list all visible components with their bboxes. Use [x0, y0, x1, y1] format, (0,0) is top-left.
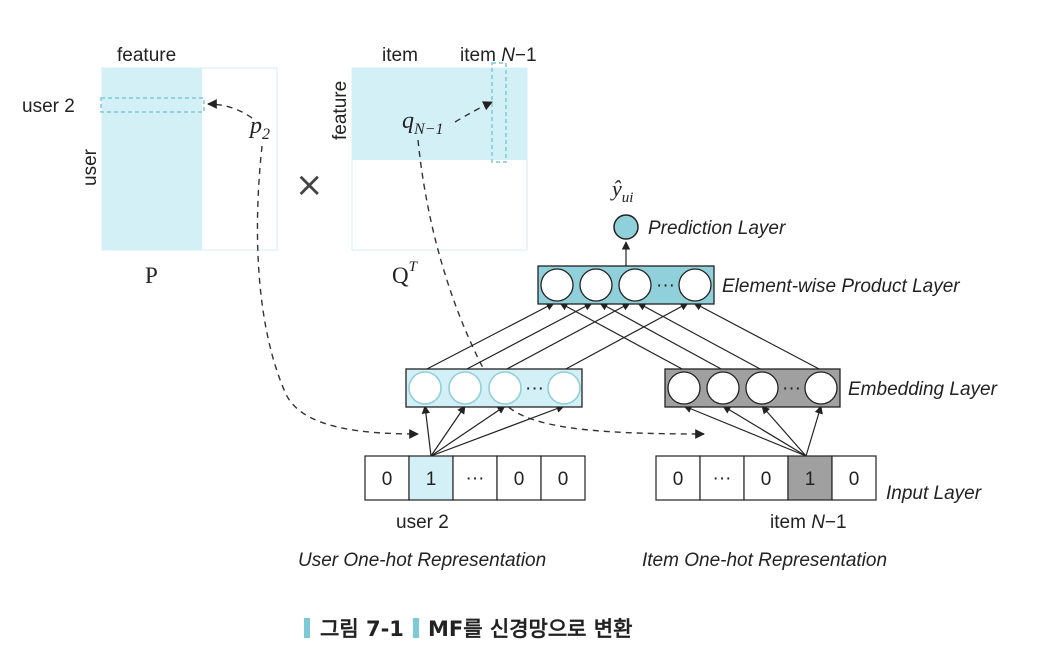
- product-node: [579, 268, 613, 302]
- vector-q-label: qN−1: [402, 108, 443, 138]
- user-embedding-node: [448, 371, 482, 405]
- matrix-q-col-label-item: item: [382, 45, 418, 66]
- item-n-1-column-highlight: [491, 62, 507, 163]
- user-one-hot-input: 0 1 ··· 0 0 user 2 User One-hot Represen…: [298, 455, 586, 571]
- item-embedding-node: [706, 371, 740, 405]
- caption-bar-left: [304, 618, 310, 638]
- q-to-item-input-path: [417, 139, 705, 439]
- item-one-hot-label: Item One-hot Representation: [642, 550, 887, 571]
- product-ellipsis: ···: [656, 275, 675, 296]
- embedding-to-product-edges: [424, 302, 822, 371]
- user-input-cell: [364, 455, 410, 501]
- product-node: [678, 268, 712, 302]
- matrix-q-name: QT: [392, 259, 419, 288]
- user-input-value: 1: [426, 469, 437, 490]
- input-to-embedding-edges: [421, 404, 823, 457]
- item-input-value: 0: [673, 469, 684, 490]
- item-input-cell-hot: [787, 455, 833, 501]
- prediction-node: [613, 214, 639, 240]
- embedding-layer-label: Embedding Layer: [848, 379, 998, 400]
- item-input-cell: [831, 455, 877, 501]
- item-embedding-node: [667, 371, 701, 405]
- item-input-cell: [699, 455, 745, 501]
- matrix-p: feature user 2 user p2 P: [22, 45, 278, 288]
- figure-caption: 그림 7-1 MF를 신경망으로 변환: [304, 617, 632, 641]
- item-input-value: ···: [713, 468, 732, 489]
- matrix-q-feature-fill: [352, 68, 527, 160]
- user-embedding-ellipsis: ···: [525, 378, 544, 399]
- matrix-p-feature-fill: [102, 68, 202, 250]
- item-one-hot-input: 0 ··· 0 1 0 Input Layer item N−1 Item On…: [642, 455, 982, 571]
- item-input-value: 0: [761, 469, 772, 490]
- product-node: [618, 268, 652, 302]
- input-layer-label: Input Layer: [886, 483, 982, 504]
- user-input-cell: [496, 455, 542, 501]
- matrix-q-col-label-item-n-1: item N−1: [460, 45, 537, 66]
- item-input-value: 1: [805, 469, 816, 490]
- caption-title: MF를 신경망으로 변환: [428, 617, 632, 641]
- user-embedding-layer: ···: [405, 368, 583, 408]
- user-embedding-node: [488, 371, 522, 405]
- user-2-row-highlight: [100, 97, 205, 113]
- user-input-label: user 2: [396, 512, 449, 533]
- matrix-q-t: item item N−1 feature qN−1 QT: [330, 45, 537, 288]
- item-input-label: item N−1: [770, 512, 847, 533]
- item-embedding-layer: ··· Embedding Layer: [664, 368, 998, 408]
- p2-to-row-arrow: [207, 99, 253, 119]
- user-input-cell: [452, 455, 498, 501]
- prediction-layer-label: Prediction Layer: [648, 218, 786, 239]
- user-input-value: 0: [382, 469, 393, 490]
- user-embedding-node: [408, 371, 442, 405]
- item-input-cell: [743, 455, 789, 501]
- p2-to-user-input-path: [256, 145, 419, 439]
- matrix-p-name: P: [145, 263, 158, 288]
- matrix-p-col-label: feature: [117, 45, 176, 66]
- item-embedding-node: [804, 371, 838, 405]
- q-to-column-arrow: [454, 101, 493, 123]
- item-embedding-ellipsis: ···: [782, 378, 801, 399]
- user-embedding-node: [547, 371, 581, 405]
- output-y-hat: ŷui: [610, 176, 633, 206]
- matrix-p-row-highlight-label: user 2: [22, 96, 75, 117]
- caption-figure-number: 그림 7-1: [320, 617, 404, 641]
- user-input-value: 0: [514, 469, 525, 490]
- user-input-cell: [540, 455, 586, 501]
- item-embedding-node: [745, 371, 779, 405]
- item-input-cell: [655, 455, 701, 501]
- matrix-q-row-label: feature: [330, 81, 351, 140]
- prediction-layer: ŷui Prediction Layer: [610, 176, 786, 240]
- caption-bar-right: [413, 618, 419, 638]
- user-input-value: 0: [558, 469, 569, 490]
- vector-p2-label: p2: [248, 113, 270, 143]
- user-one-hot-label: User One-hot Representation: [298, 550, 546, 571]
- matrix-p-row-label: user: [80, 148, 101, 186]
- item-input-value: 0: [849, 469, 860, 490]
- element-wise-product-layer: ··· Element-wise Product Layer: [537, 265, 960, 305]
- user-input-value: ···: [466, 468, 485, 489]
- product-node: [540, 268, 574, 302]
- times-symbol: ×: [295, 165, 324, 205]
- product-layer-label: Element-wise Product Layer: [722, 276, 960, 297]
- user-input-cell-hot: [408, 455, 454, 501]
